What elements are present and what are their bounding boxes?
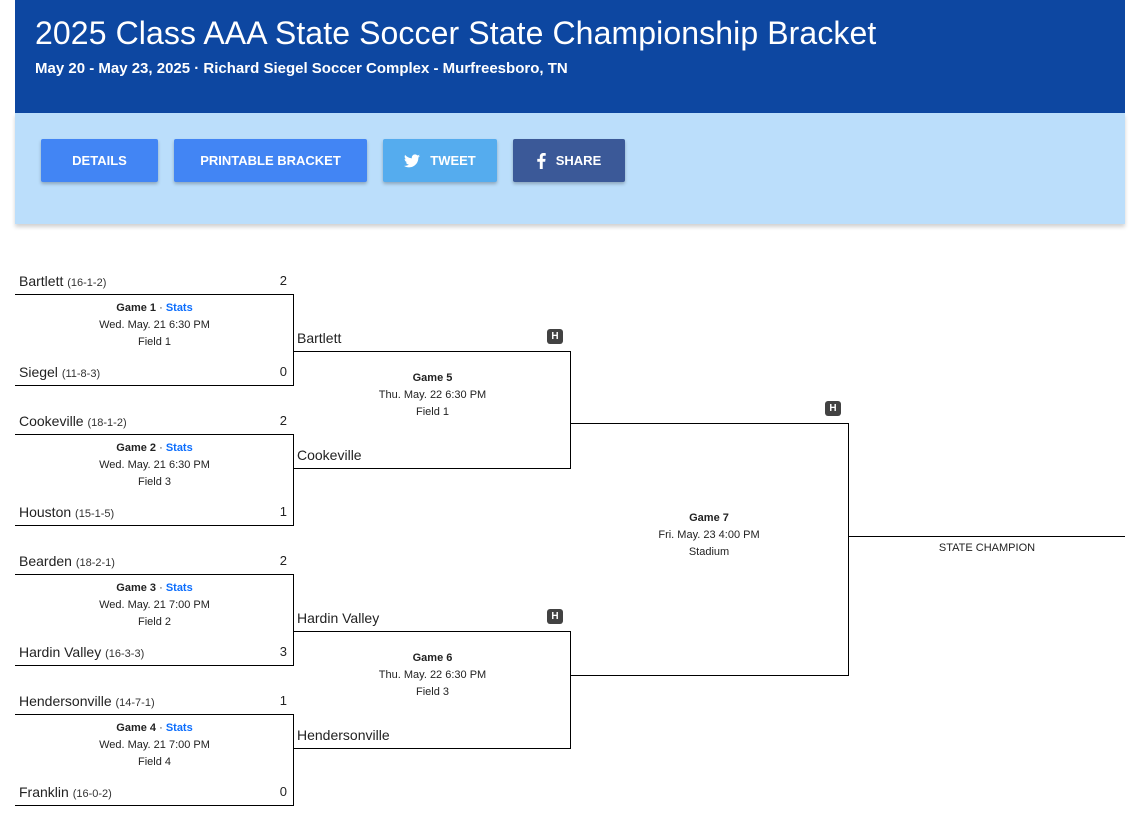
game-datetime: Thu. May. 22 6:30 PM	[378, 669, 487, 681]
game-field: Field 1	[137, 336, 172, 348]
share-button[interactable]: SHARE	[513, 139, 625, 182]
printable-label: PRINTABLE BRACKET	[200, 153, 341, 168]
game-field: Field 3	[415, 686, 450, 698]
home-badge: H	[547, 609, 563, 624]
game-5-box	[294, 351, 571, 469]
team-record: (16-0-2)	[72, 788, 112, 800]
score-bottom-game-3: 3	[279, 644, 287, 659]
facebook-icon	[536, 152, 546, 169]
stats-link[interactable]: Stats	[165, 302, 193, 314]
game-datetime: Wed. May. 21 6:30 PM	[99, 459, 210, 471]
team-top-game-3[interactable]: Bearden (18-2-1)	[19, 553, 115, 569]
game-field: Field 1	[415, 406, 450, 418]
score-top-game-2: 2	[279, 413, 287, 428]
game-4-box	[15, 714, 294, 806]
twitter-icon	[404, 153, 421, 167]
printable-bracket-button[interactable]: PRINTABLE BRACKET	[174, 139, 367, 182]
champion-line	[849, 536, 1125, 537]
stats-link[interactable]: Stats	[165, 442, 193, 454]
game-field: Field 2	[137, 616, 172, 628]
game-label: Game 2	[116, 442, 157, 454]
game-label: Game 5	[412, 372, 453, 384]
page-header: 2025 Class AAA State Soccer State Champi…	[15, 0, 1125, 113]
home-badge: H	[825, 401, 841, 416]
team-record: (15-1-5)	[75, 508, 115, 520]
action-toolbar: DETAILS PRINTABLE BRACKET TWEET SHARE	[15, 113, 1125, 224]
score-bottom-game-2: 1	[279, 504, 287, 519]
team-name: Hardin Valley	[19, 644, 102, 660]
stats-link[interactable]: Stats	[165, 582, 193, 594]
team-record: (16-1-2)	[67, 277, 107, 289]
game-label: Game 1	[116, 302, 157, 314]
team-top-game-4[interactable]: Hendersonville (14-7-1)	[19, 693, 155, 709]
game-6-box	[294, 631, 571, 749]
game-datetime: Wed. May. 21 6:30 PM	[99, 319, 210, 331]
game-label: Game 4	[116, 722, 157, 734]
game-5-info: Game 5 Thu. May. 22 6:30 PM Field 1	[294, 370, 571, 421]
game-4-info: Game 4 · Stats Wed. May. 21 7:00 PM Fiel…	[15, 720, 294, 771]
game-datetime: Thu. May. 22 6:30 PM	[378, 389, 487, 401]
game-label: Game 6	[412, 652, 453, 664]
details-button[interactable]: DETAILS	[41, 139, 158, 182]
team-record: (18-2-1)	[75, 557, 115, 569]
score-top-game-1: 2	[279, 273, 287, 288]
team-name: Siegel	[19, 364, 58, 380]
team-bottom-game-1[interactable]: Siegel (11-8-3)	[19, 364, 100, 380]
page-title: 2025 Class AAA State Soccer State Champi…	[35, 15, 877, 51]
score-bottom-game-4: 0	[279, 784, 287, 799]
team-record: (11-8-3)	[61, 368, 101, 380]
team-name: Houston	[19, 504, 72, 520]
game-label: Game 7	[689, 512, 729, 524]
tweet-button[interactable]: TWEET	[383, 139, 497, 182]
game-field: Field 3	[137, 476, 172, 488]
team-top-game-1[interactable]: Bartlett (16-1-2)	[19, 273, 106, 289]
team-top-game-5[interactable]: Bartlett	[297, 330, 342, 346]
game-2-info: Game 2 · Stats Wed. May. 21 6:30 PM Fiel…	[15, 440, 294, 491]
team-top-game-2[interactable]: Cookeville (18-1-2)	[19, 413, 127, 429]
game-field: Stadium	[688, 546, 730, 558]
team-record: (18-1-2)	[87, 417, 127, 429]
game-3-info: Game 3 · Stats Wed. May. 21 7:00 PM Fiel…	[15, 580, 294, 631]
game-1-box	[15, 294, 294, 386]
game-7-box	[571, 423, 849, 676]
game-7-info: Game 7 Fri. May. 23 4:00 PM Stadium	[571, 510, 847, 561]
team-top-game-6[interactable]: Hardin Valley	[297, 610, 380, 626]
game-1-info: Game 1 · Stats Wed. May. 21 6:30 PM Fiel…	[15, 300, 294, 351]
team-bottom-game-5[interactable]: Cookeville	[297, 447, 362, 463]
game-6-info: Game 6 Thu. May. 22 6:30 PM Field 3	[294, 650, 571, 701]
team-bottom-game-6[interactable]: Hendersonville	[297, 727, 390, 743]
game-datetime: Wed. May. 21 7:00 PM	[99, 739, 210, 751]
game-3-box	[15, 574, 294, 666]
team-record: (14-7-1)	[115, 697, 155, 709]
team-record: (16-3-3)	[105, 648, 145, 660]
team-bottom-game-3[interactable]: Hardin Valley (16-3-3)	[19, 644, 144, 660]
score-top-game-3: 2	[279, 553, 287, 568]
team-name: Franklin	[19, 784, 69, 800]
team-bottom-game-2[interactable]: Houston (15-1-5)	[19, 504, 114, 520]
game-field: Field 4	[137, 756, 172, 768]
tweet-label: TWEET	[430, 153, 476, 168]
event-subtitle: May 20 - May 23, 2025 · Richard Siegel S…	[35, 60, 568, 77]
team-name: Cookeville	[19, 413, 84, 429]
details-label: DETAILS	[72, 153, 127, 168]
team-name: Hendersonville	[19, 693, 112, 709]
team-name: Bearden	[19, 553, 72, 569]
share-label: SHARE	[555, 153, 602, 168]
score-bottom-game-1: 0	[279, 364, 287, 379]
team-bottom-game-4[interactable]: Franklin (16-0-2)	[19, 784, 112, 800]
home-badge: H	[547, 329, 563, 344]
stats-link[interactable]: Stats	[165, 722, 193, 734]
team-name: Bartlett	[19, 273, 64, 289]
game-datetime: Wed. May. 21 7:00 PM	[99, 599, 210, 611]
game-datetime: Fri. May. 23 4:00 PM	[658, 529, 760, 541]
score-top-game-4: 1	[279, 693, 287, 708]
game-2-box	[15, 434, 294, 526]
game-label: Game 3	[116, 582, 157, 594]
state-champion-label: STATE CHAMPION	[938, 542, 1036, 554]
